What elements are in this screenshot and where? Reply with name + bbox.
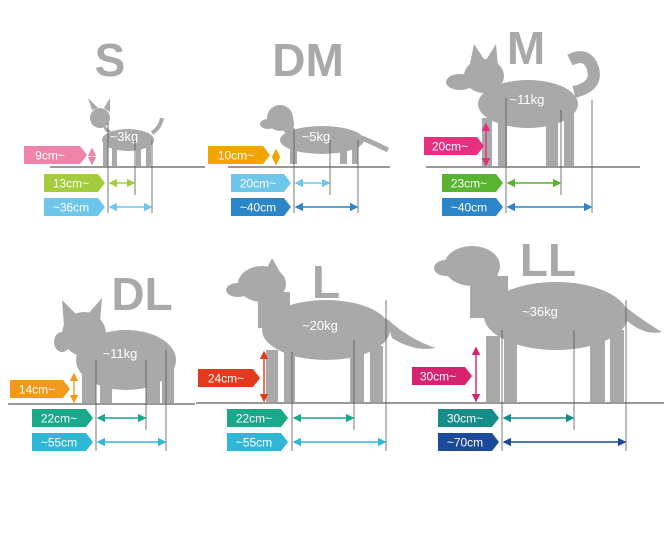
body-length-label: ~55cm xyxy=(236,436,272,450)
height-label: 24cm~ xyxy=(208,372,244,386)
size-title: S xyxy=(95,34,126,86)
size-panel-dm: DM ~5kg 10cm~ 20cm~ ~40cm xyxy=(208,34,390,216)
weight-label: ~20kg xyxy=(302,318,338,333)
size-title: LL xyxy=(520,234,576,286)
french-bulldog-silhouette-icon xyxy=(54,298,176,403)
body-length-label: ~70cm xyxy=(447,436,483,450)
size-panel-ll: LL ~36kg 30cm~ 30cm~ xyxy=(412,234,664,451)
size-panel-l: L ~20kg 24cm~ 22cm~ xyxy=(196,256,436,451)
body-length-measure: ~55cm xyxy=(227,433,387,451)
back-length-measure: 22cm~ xyxy=(32,409,147,427)
border-collie-silhouette-icon xyxy=(226,258,436,402)
size-title: L xyxy=(312,256,340,308)
size-panel-m: M ~11kg 20cm~ 23cm~ xyxy=(424,22,640,216)
back-length-measure: 23cm~ xyxy=(442,174,562,192)
back-length-label: 22cm~ xyxy=(236,412,272,426)
chihuahua-silhouette-icon xyxy=(88,98,164,166)
height-measure: 10cm~ xyxy=(208,146,281,166)
body-length-measure: ~40cm xyxy=(231,198,359,216)
height-measure: 14cm~ xyxy=(10,372,79,404)
weight-label: ~3kg xyxy=(110,129,139,144)
height-measure: 24cm~ xyxy=(198,350,269,403)
back-length-label: 13cm~ xyxy=(53,177,89,191)
body-length-label: ~40cm xyxy=(240,201,276,215)
size-panel-s: S ~3kg 9cm~ 13cm~ xyxy=(24,34,205,216)
height-label: 14cm~ xyxy=(19,383,55,397)
back-length-measure: 13cm~ xyxy=(44,174,136,192)
size-title: DL xyxy=(111,268,172,320)
height-label: 30cm~ xyxy=(420,370,456,384)
back-length-label: 22cm~ xyxy=(41,412,77,426)
weight-label: ~11kg xyxy=(510,92,545,107)
body-length-measure: ~40cm xyxy=(442,198,593,216)
height-measure: 9cm~ xyxy=(24,146,97,166)
back-length-measure: 22cm~ xyxy=(227,409,355,427)
body-length-measure: ~36cm xyxy=(44,198,153,216)
height-measure: 20cm~ xyxy=(424,122,491,167)
weight-label: ~5kg xyxy=(302,129,331,144)
body-length-label: ~40cm xyxy=(451,201,487,215)
back-length-label: 23cm~ xyxy=(451,177,487,191)
body-length-label: ~36cm xyxy=(53,201,89,215)
size-panel-dl: DL ~11kg 14cm~ 22cm~ ~55 xyxy=(8,268,195,451)
back-length-measure: 20cm~ xyxy=(231,174,331,192)
back-length-measure: 30cm~ xyxy=(438,409,575,427)
back-length-label: 20cm~ xyxy=(240,177,276,191)
height-label: 9cm~ xyxy=(35,149,65,163)
body-length-measure: ~55cm xyxy=(32,433,167,451)
weight-label: ~36kg xyxy=(522,304,558,319)
height-measure: 30cm~ xyxy=(412,346,481,403)
weight-label: ~11kg xyxy=(103,346,138,361)
body-length-measure: ~70cm xyxy=(438,433,627,451)
back-length-label: 30cm~ xyxy=(447,412,483,426)
body-length-label: ~55cm xyxy=(41,436,77,450)
dachshund-silhouette-icon xyxy=(260,105,390,164)
height-label: 20cm~ xyxy=(432,140,468,154)
labrador-silhouette-icon xyxy=(434,246,662,402)
size-title: M xyxy=(507,22,545,74)
height-label: 10cm~ xyxy=(218,149,254,163)
size-title: DM xyxy=(272,34,344,86)
